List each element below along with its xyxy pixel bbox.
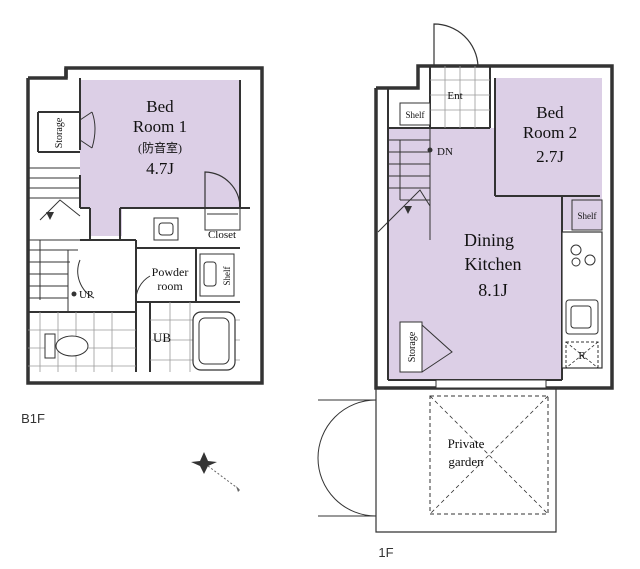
bed-room-1-area	[80, 80, 240, 208]
ent-label: Ent	[447, 90, 462, 102]
bed-room-1-label: Bed	[146, 97, 174, 116]
dining-kitchen-label-2: Kitchen	[465, 254, 522, 274]
compass-icon	[191, 452, 241, 492]
bed-room-1-size: 4.7J	[146, 159, 174, 178]
1f-floor	[317, 23, 614, 533]
1f-shelf-top-label: Shelf	[406, 110, 425, 120]
up-label: UP	[79, 289, 93, 301]
refrigerator-label: R	[578, 350, 586, 362]
b1f-floor-label: B1F	[21, 411, 45, 426]
private-garden-label-2: garden	[448, 454, 484, 469]
bed-room-2-size: 2.7J	[536, 147, 564, 166]
1f-floor-label: 1F	[378, 545, 393, 560]
closet-label: Closet	[208, 229, 236, 241]
b1f-storage-label: Storage	[54, 117, 65, 148]
1f-shelf-side-label: Shelf	[578, 211, 597, 221]
dining-kitchen-label: Dining	[464, 230, 514, 250]
b1f-shelf-label: Shelf	[222, 266, 232, 285]
ub-label: UB	[153, 330, 171, 345]
b1f-floor	[26, 66, 264, 385]
private-garden-label: Private	[448, 436, 485, 451]
powder-room-label-2: room	[157, 279, 183, 293]
bed-room-2-label: Bed	[536, 103, 564, 122]
powder-room-label: Powder	[152, 265, 189, 279]
bed-room-2-area	[495, 78, 602, 196]
1f-storage-label: Storage	[407, 331, 418, 362]
dining-kitchen-size: 8.1J	[478, 280, 508, 300]
bed-room-1-note: (防音室)	[138, 140, 182, 155]
bed-room-1-label-2: Room 1	[133, 117, 187, 136]
dn-label: DN	[437, 146, 453, 158]
bed-room-2-label-2: Room 2	[523, 123, 577, 142]
